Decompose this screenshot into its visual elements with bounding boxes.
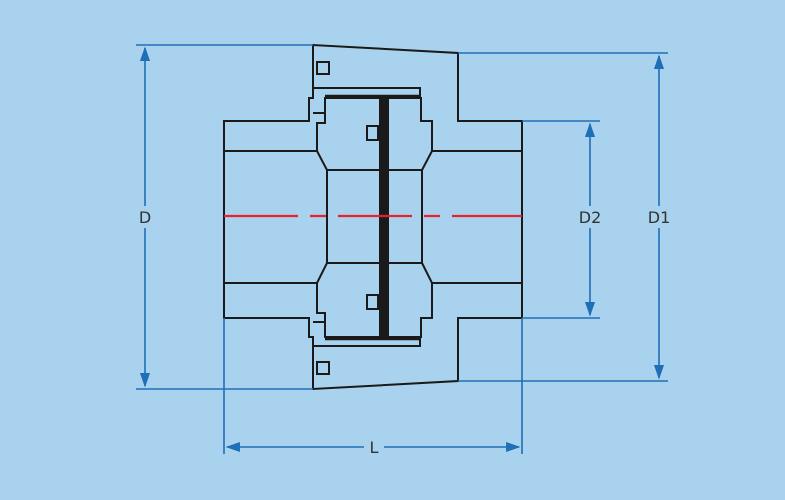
seal-plate-left: [379, 97, 385, 338]
lug-top-inner: [366, 125, 379, 141]
union-outline-top: [223, 43, 523, 216]
seal-plate-right: [385, 97, 389, 338]
right-socket-bore: [421, 150, 522, 284]
label-D1: D1: [648, 208, 671, 227]
dimension-lines: [136, 44, 668, 454]
nut-rib-top: [313, 87, 421, 98]
union-body: [223, 43, 523, 391]
nut-step-top: [316, 97, 433, 151]
seal-ring: [325, 94, 421, 341]
label-D2-bg: [575, 206, 605, 228]
label-D1-bg: [644, 206, 674, 228]
label-D2: D2: [579, 208, 602, 227]
lug-top-left: [316, 61, 330, 75]
lug-bottom-inner: [366, 294, 379, 310]
label-L: L: [370, 438, 379, 457]
label-D: D: [139, 208, 151, 227]
nut-step-bottom: [316, 283, 433, 338]
left-socket-bore: [224, 150, 328, 284]
union-outline-bottom: [223, 216, 523, 391]
label-L-bg: [364, 437, 384, 459]
lug-bottom-left: [316, 361, 330, 375]
label-D-bg: [135, 206, 155, 228]
